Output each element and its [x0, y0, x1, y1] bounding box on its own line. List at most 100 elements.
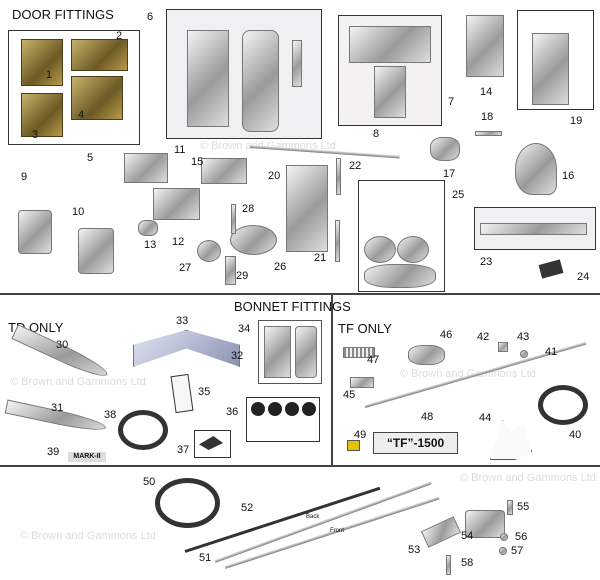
- seal-coil-50: [155, 478, 220, 528]
- callout: 40: [569, 429, 582, 441]
- nut-57: [499, 547, 507, 555]
- callout: 43: [517, 331, 530, 343]
- mark-ii-badge: MARK-II: [68, 452, 106, 462]
- callout: 57: [511, 545, 524, 557]
- callout: 25: [452, 189, 465, 201]
- callout: 6: [147, 11, 154, 23]
- watermark: © Brown and Gammons Ltd: [10, 376, 146, 388]
- screws-stack: [374, 66, 406, 118]
- screw-kit-box: [338, 15, 442, 126]
- pin-42: [498, 342, 508, 352]
- pad: [199, 436, 223, 450]
- plate-35: [170, 373, 194, 414]
- handle-16: [515, 143, 557, 195]
- callout: 17: [443, 168, 456, 180]
- brackets: [364, 264, 436, 288]
- lock-10: [78, 228, 114, 274]
- strip-51: [214, 481, 432, 563]
- pin-13: [138, 220, 158, 236]
- callout: 36: [226, 406, 239, 418]
- callout: 5: [87, 152, 94, 164]
- knob: [364, 236, 396, 263]
- callout: 8: [373, 128, 380, 140]
- lock-9: [18, 210, 52, 254]
- gasket-17: [430, 137, 460, 161]
- callout: 48: [421, 411, 434, 423]
- buffer: [285, 402, 299, 416]
- callout: 2: [116, 30, 123, 42]
- callout: 24: [577, 271, 590, 283]
- callout: 31: [51, 402, 64, 414]
- callout: 37: [177, 444, 190, 456]
- clip-49: [347, 440, 360, 451]
- section-title-bonnet: BONNET FITTINGS: [234, 299, 351, 314]
- callout: 50: [143, 476, 156, 488]
- callout: 55: [517, 501, 530, 513]
- buffer: [268, 402, 282, 416]
- callout: 30: [56, 339, 69, 351]
- guide-46: [408, 345, 445, 365]
- hinge-1: [21, 39, 63, 86]
- callout: 52: [241, 502, 254, 514]
- knob: [397, 236, 429, 263]
- bolt-kit-box: [166, 9, 322, 139]
- seal-coil-38: [118, 410, 168, 450]
- callout: 14: [480, 86, 493, 98]
- callout: 49: [354, 429, 367, 441]
- section-divider: [331, 293, 333, 465]
- catch-plate-54: [465, 510, 505, 538]
- callout: 13: [144, 239, 157, 251]
- callout: 53: [408, 544, 421, 556]
- screws: [292, 40, 302, 87]
- lock-box: [517, 10, 594, 110]
- section-divider: [0, 465, 600, 467]
- striker-plate-14: [466, 15, 504, 77]
- callout: 29: [236, 270, 249, 282]
- sleeve-29: [225, 256, 236, 285]
- callout: 54: [461, 530, 474, 542]
- hinge-4: [71, 76, 123, 120]
- callout: 15: [191, 156, 204, 168]
- watermark: © Brown and Gammons Ltd: [20, 530, 156, 542]
- cover-11: [124, 153, 168, 183]
- bonnet-brackets-32: [133, 330, 240, 367]
- callout: 10: [72, 206, 85, 218]
- callout: 11: [174, 144, 186, 156]
- hinge-set-box: [8, 30, 140, 145]
- plate-20: [286, 165, 328, 252]
- screws-row: [349, 26, 431, 63]
- callout: 42: [477, 331, 490, 343]
- section-divider: [0, 293, 600, 295]
- fixing-kit-box: [474, 207, 596, 250]
- callout: 47: [367, 354, 380, 366]
- fixings-box-34: [258, 320, 322, 384]
- screw-21: [335, 220, 340, 262]
- washer-43: [520, 350, 528, 358]
- bracket-53: [420, 516, 462, 548]
- seal-40: [538, 385, 588, 425]
- callout: 41: [545, 346, 558, 358]
- label-front: Front: [330, 528, 345, 534]
- spring-47: [343, 347, 375, 358]
- callout: 1: [46, 69, 53, 81]
- callout: 26: [274, 261, 287, 273]
- callout: 19: [570, 115, 583, 127]
- washers: [295, 326, 317, 378]
- hinge-2: [71, 39, 128, 71]
- callout: 38: [104, 409, 117, 421]
- screw-28: [231, 204, 236, 234]
- callout: 20: [268, 170, 281, 182]
- washer-56: [500, 533, 508, 541]
- pad-box-37: [194, 430, 231, 458]
- callout: 34: [238, 323, 251, 335]
- pins: [480, 223, 587, 235]
- callout: 23: [480, 256, 493, 268]
- callout: 58: [461, 557, 474, 569]
- callout: 22: [349, 160, 362, 172]
- callout: 3: [32, 129, 39, 141]
- callout: 7: [448, 96, 455, 108]
- screw-22: [336, 158, 341, 195]
- section-title-tf-only: TF ONLY: [338, 321, 392, 336]
- callout: 9: [21, 171, 28, 183]
